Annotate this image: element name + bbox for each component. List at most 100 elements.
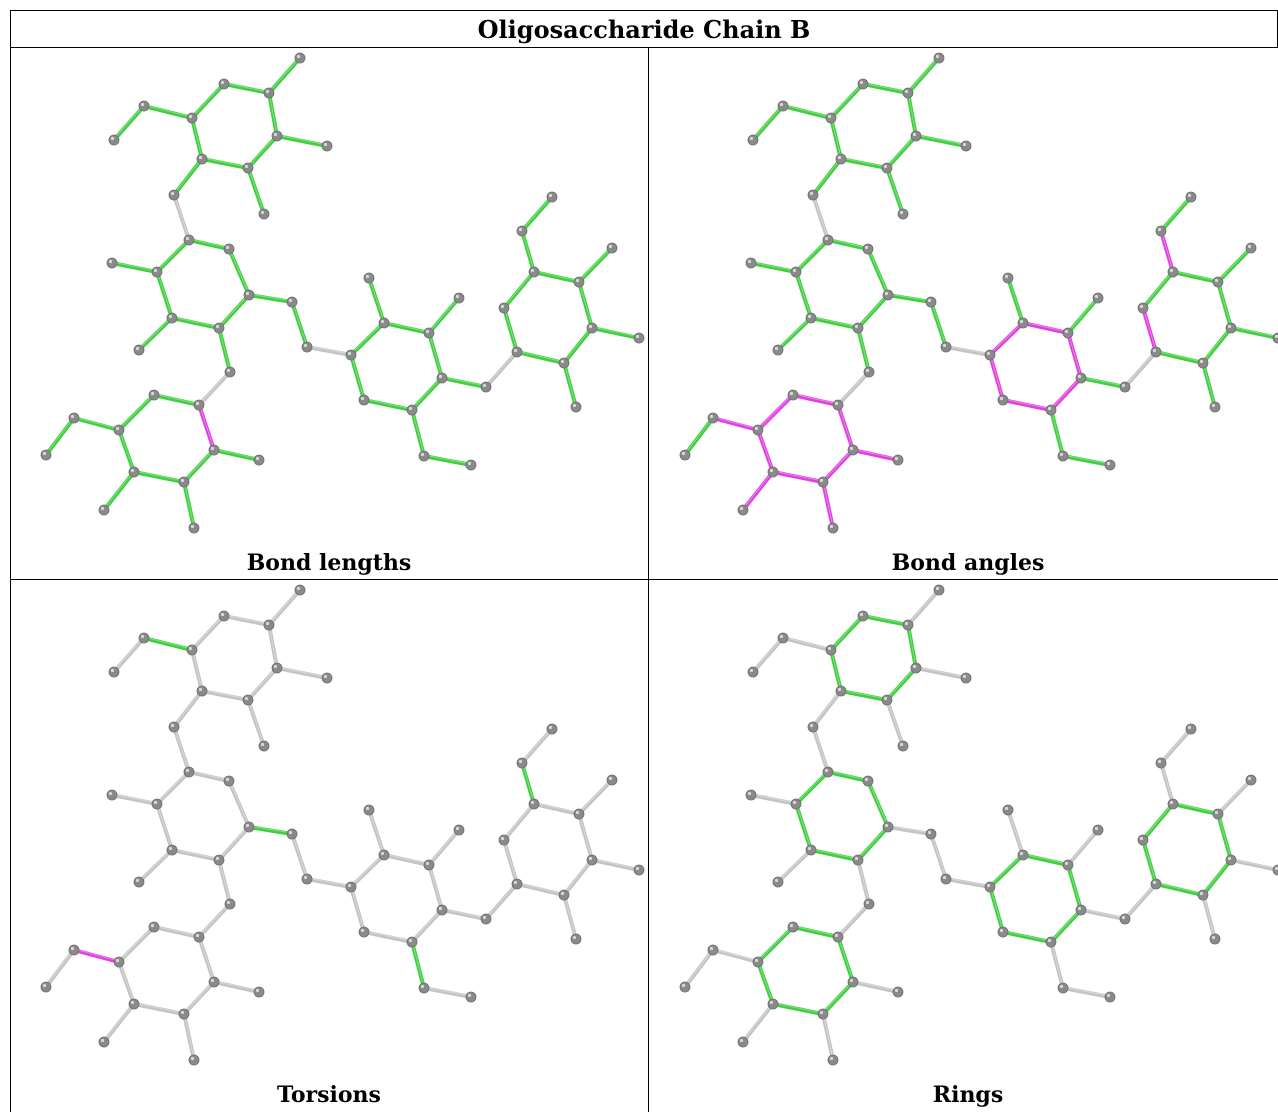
- atom-shine-a5: [837, 155, 842, 160]
- bond-highlight-b20: [111, 261, 158, 272]
- bond-b53: [1154, 350, 1205, 365]
- bond-b51: [1216, 812, 1233, 862]
- bond-b20: [110, 793, 159, 806]
- atom-shine-cS2: [42, 451, 47, 456]
- bond-b34: [212, 448, 261, 462]
- atom-shine-b4: [215, 324, 220, 329]
- atom-d4: [406, 404, 418, 416]
- atom-shine-eS2: [1187, 193, 1192, 198]
- atom-dS2: [453, 824, 465, 836]
- atom-shine-d6: [986, 351, 991, 356]
- bond-b43: [349, 321, 386, 357]
- atom-a3: [271, 130, 283, 142]
- atom-shine-eS2: [1187, 725, 1192, 730]
- bond-b45: [427, 296, 461, 335]
- atom-shine-c5: [130, 1000, 135, 1005]
- bond-b41: [1001, 398, 1053, 412]
- bond-highlight-b30: [118, 925, 155, 962]
- bond-b3: [246, 666, 279, 702]
- atom-cS4: [98, 504, 110, 516]
- atom-dS5: [1119, 381, 1131, 393]
- bond-b40: [1049, 908, 1083, 944]
- bond-highlight-b33: [45, 948, 75, 987]
- atom-eS2: [546, 191, 558, 203]
- atom-bS2: [772, 876, 784, 888]
- atom-e1: [528, 798, 540, 810]
- atom-c1: [148, 389, 160, 401]
- bond-highlight-b53: [516, 350, 565, 363]
- atom-c6: [752, 424, 764, 436]
- atom-shine-a4: [244, 164, 249, 169]
- bond-highlight-b27: [822, 980, 854, 1014]
- atom-shine-c1: [789, 923, 794, 928]
- atom-dS3: [1057, 982, 1069, 994]
- atom-shine-e1: [1169, 268, 1174, 273]
- bond-highlight-b49: [1124, 882, 1157, 919]
- bond-b18: [794, 270, 813, 320]
- atom-shine-eS1: [518, 227, 523, 232]
- caption-torsions: Torsions: [277, 1082, 381, 1108]
- bond-highlight-b36: [822, 480, 834, 528]
- atom-b6: [790, 798, 802, 810]
- bond-highlight-b33: [684, 416, 714, 455]
- atom-cS1: [68, 944, 80, 956]
- bond-b6: [190, 614, 226, 652]
- bond-highlight-b25: [198, 370, 231, 405]
- bond-highlight-b56: [521, 229, 535, 272]
- atom-shine-dS4: [467, 461, 472, 466]
- bond-b13: [811, 725, 830, 774]
- atom-eS1: [1155, 757, 1167, 769]
- atom-shine-b1: [824, 236, 829, 241]
- bond-highlight-b47: [1062, 454, 1111, 465]
- atom-dS4: [1104, 991, 1116, 1003]
- atom-b1: [183, 766, 195, 778]
- atoms-group: [679, 584, 1278, 1066]
- bond-b2: [267, 623, 279, 670]
- atom-shine-dS3: [1059, 452, 1064, 457]
- bond-b24: [856, 326, 871, 374]
- bond-b35: [741, 1002, 775, 1044]
- atom-shine-cS1: [70, 946, 75, 951]
- atom-shine-bS5: [865, 368, 870, 373]
- bond-b2: [267, 91, 279, 138]
- atom-a4: [881, 694, 893, 706]
- atom-c5: [767, 998, 779, 1010]
- bond-highlight-b24: [857, 858, 870, 904]
- bond-b41: [362, 930, 414, 944]
- bond-b10: [275, 134, 329, 148]
- atom-shine-d1: [1019, 851, 1024, 856]
- atom-dS3: [418, 982, 430, 994]
- bond-b30: [756, 393, 795, 432]
- atom-bS1: [745, 789, 757, 801]
- bond-b1: [861, 614, 910, 627]
- atom-e6: [1137, 834, 1149, 846]
- bond-highlight-b8: [782, 636, 832, 650]
- atom-cS4: [737, 504, 749, 516]
- bond-highlight-b4: [840, 689, 888, 700]
- bond-b46: [410, 940, 426, 990]
- bond-highlight-b3: [886, 134, 917, 168]
- bond-b23: [929, 832, 948, 881]
- atom-shine-b5: [168, 846, 173, 851]
- bond-highlight-b33: [45, 416, 75, 455]
- bond-highlight-b12: [173, 689, 203, 727]
- atom-shine-bS5: [226, 368, 231, 373]
- bond-highlight-b17: [810, 316, 859, 328]
- atom-shine-dS5: [482, 383, 487, 388]
- atom-aS2: [138, 632, 150, 644]
- bond-highlight-b40: [411, 376, 443, 410]
- bond-highlight-b54: [503, 838, 518, 884]
- bond-highlight-b27: [183, 448, 215, 482]
- bond-b4: [839, 689, 889, 702]
- bond-highlight-b28: [772, 1002, 824, 1014]
- atom-dS1: [1002, 804, 1014, 816]
- bond-b22: [247, 293, 294, 304]
- bond-b42: [988, 885, 1005, 934]
- bond-highlight-b35: [103, 470, 135, 510]
- bond-b34: [212, 980, 261, 994]
- bond-highlight-b41: [1002, 398, 1052, 410]
- bond-highlight-b45: [428, 828, 460, 865]
- bond-highlight-b18: [156, 270, 173, 318]
- atom-eS4: [1272, 864, 1278, 876]
